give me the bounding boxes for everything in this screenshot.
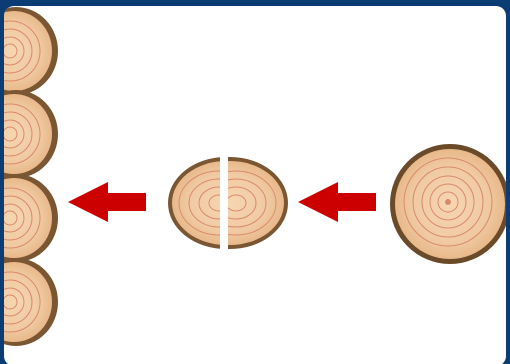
stacked-logs-icon — [4, 7, 58, 346]
arrow-left-icon — [298, 182, 376, 222]
split-log-icon — [168, 157, 288, 249]
stacked-log-slice — [4, 258, 58, 346]
log-slice-icon — [390, 144, 506, 264]
stacked-log-slice — [4, 174, 58, 262]
stacked-log-slice — [4, 90, 58, 178]
figure-illustration — [4, 6, 506, 364]
figure-panel — [4, 6, 506, 364]
stacked-log-slice — [4, 7, 58, 95]
arrow-left-icon — [68, 182, 146, 222]
